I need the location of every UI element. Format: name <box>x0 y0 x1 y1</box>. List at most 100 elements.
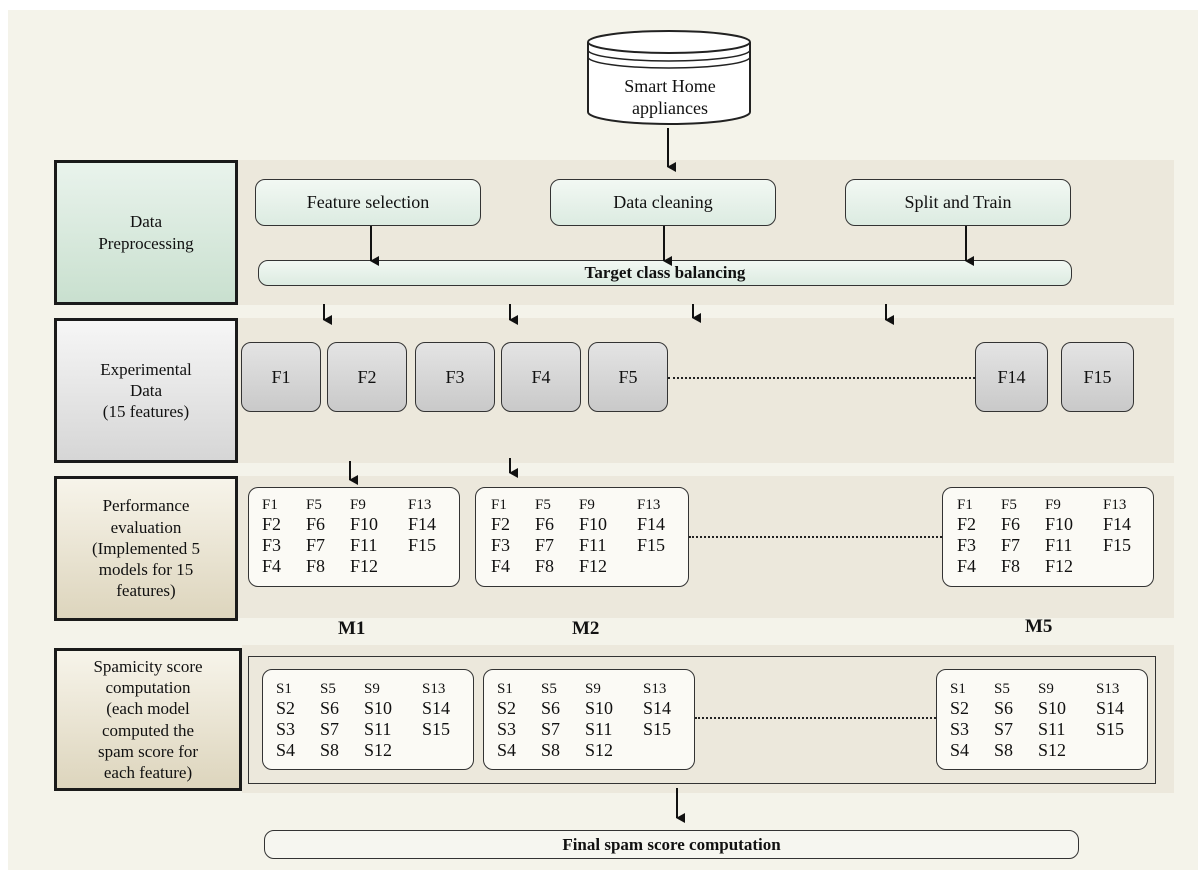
m1-score-cell-s6: S6 <box>320 698 340 718</box>
feature-box-f14: F14 <box>975 342 1048 412</box>
model-grid-m1 <box>248 487 460 587</box>
m2-score-cell-s2: S2 <box>497 698 517 718</box>
score-grid-m5 <box>936 669 1148 770</box>
spamicity-container <box>248 656 1156 784</box>
m1-feature-cell-f9: F9 <box>350 497 366 513</box>
m5-score-cell-s9: S9 <box>1038 681 1054 697</box>
model-grid-m5 <box>942 487 1154 587</box>
m1-score-cell-s10: S10 <box>364 698 393 718</box>
m5-score-cell-s14: S14 <box>1096 698 1125 718</box>
m5-feature-cell-f12: F12 <box>1045 556 1074 576</box>
scores-ellipsis-line <box>695 717 936 719</box>
score-grid-m1 <box>262 669 474 770</box>
m1-score-cell-s15: S15 <box>422 719 451 739</box>
m2-feature-cell-f4: F4 <box>491 556 511 576</box>
m5-feature-cell-f6: F6 <box>1001 514 1021 534</box>
model-label-m5: M5 <box>1025 616 1053 637</box>
m1-score-cell-s7: S7 <box>320 719 340 739</box>
m2-feature-cell-f1: F1 <box>491 497 507 513</box>
spamicity-stage-label: Spamicity score computation (each model … <box>54 648 242 791</box>
m1-score-cell-s11: S11 <box>364 719 392 739</box>
m1-score-cell-s4: S4 <box>276 740 296 760</box>
m1-feature-cell-f10: F10 <box>350 514 379 534</box>
m5-feature-cell-f2: F2 <box>957 514 977 534</box>
model-grid-m2 <box>475 487 689 587</box>
feature-box-f4: F4 <box>501 342 581 412</box>
database-cylinder-icon <box>587 30 751 125</box>
m2-score-cell-s7: S7 <box>541 719 561 739</box>
step-feature-selection: Feature selection <box>255 179 481 226</box>
m1-score-cell-s12: S12 <box>364 740 393 760</box>
feature-box-f15: F15 <box>1061 342 1134 412</box>
m2-score-cell-s14: S14 <box>643 698 672 718</box>
m1-score-cell-s8: S8 <box>320 740 340 760</box>
m1-feature-cell-f15: F15 <box>408 535 437 555</box>
step-data-cleaning: Data cleaning <box>550 179 776 226</box>
m5-score-cell-s2: S2 <box>950 698 970 718</box>
m2-feature-cell-f8: F8 <box>535 556 555 576</box>
feature-box-f2: F2 <box>327 342 407 412</box>
m2-feature-cell-f13: F13 <box>637 497 661 513</box>
m1-feature-cell-f12: F12 <box>350 556 379 576</box>
m1-score-cell-s3: S3 <box>276 719 296 739</box>
m5-score-cell-s8: S8 <box>994 740 1014 760</box>
m5-feature-cell-f7: F7 <box>1001 535 1021 555</box>
m1-feature-cell-f14: F14 <box>408 514 437 534</box>
models-ellipsis-line <box>689 536 942 538</box>
m1-score-cell-s13: S13 <box>422 681 446 697</box>
score-grid-m2 <box>483 669 695 770</box>
m1-feature-cell-f3: F3 <box>262 535 282 555</box>
m1-feature-cell-f6: F6 <box>306 514 326 534</box>
m1-score-cell-s2: S2 <box>276 698 296 718</box>
m5-score-cell-s11: S11 <box>1038 719 1066 739</box>
target-class-balancing: Target class balancing <box>258 260 1072 286</box>
model-label-m1: M1 <box>338 618 366 639</box>
m2-feature-cell-f5: F5 <box>535 497 551 513</box>
m1-feature-cell-f5: F5 <box>306 497 322 513</box>
m5-feature-cell-f5: F5 <box>1001 497 1017 513</box>
m2-score-cell-s1: S1 <box>497 681 513 697</box>
m5-score-cell-s15: S15 <box>1096 719 1125 739</box>
m2-feature-cell-f9: F9 <box>579 497 595 513</box>
m2-feature-cell-f11: F11 <box>579 535 607 555</box>
m5-score-cell-s7: S7 <box>994 719 1014 739</box>
m5-score-cell-s1: S1 <box>950 681 966 697</box>
m2-feature-cell-f2: F2 <box>491 514 511 534</box>
m2-score-cell-s12: S12 <box>585 740 614 760</box>
final-spam-score: Final spam score computation <box>264 830 1079 859</box>
m5-feature-cell-f15: F15 <box>1103 535 1132 555</box>
m1-feature-cell-f4: F4 <box>262 556 282 576</box>
m1-feature-cell-f13: F13 <box>408 497 432 513</box>
m2-feature-cell-f3: F3 <box>491 535 511 555</box>
m2-score-cell-s15: S15 <box>643 719 672 739</box>
m5-feature-cell-f3: F3 <box>957 535 977 555</box>
m5-score-cell-s10: S10 <box>1038 698 1067 718</box>
m1-score-cell-s1: S1 <box>276 681 292 697</box>
m2-score-cell-s5: S5 <box>541 681 557 697</box>
m2-feature-cell-f15: F15 <box>637 535 666 555</box>
m5-feature-cell-f11: F11 <box>1045 535 1073 555</box>
m5-feature-cell-f14: F14 <box>1103 514 1132 534</box>
preprocessing-stage-label: Data Preprocessing <box>54 160 238 305</box>
m2-score-cell-s8: S8 <box>541 740 561 760</box>
m5-feature-cell-f10: F10 <box>1045 514 1074 534</box>
features-ellipsis-line <box>668 377 975 379</box>
m2-feature-cell-f12: F12 <box>579 556 608 576</box>
experimental-stage-label: Experimental Data (15 features) <box>54 318 238 463</box>
m2-score-cell-s11: S11 <box>585 719 613 739</box>
m5-feature-cell-f13: F13 <box>1103 497 1127 513</box>
m2-score-cell-s4: S4 <box>497 740 517 760</box>
m1-feature-cell-f2: F2 <box>262 514 282 534</box>
m2-feature-cell-f7: F7 <box>535 535 555 555</box>
m5-score-cell-s12: S12 <box>1038 740 1067 760</box>
m2-score-cell-s13: S13 <box>643 681 667 697</box>
m5-score-cell-s4: S4 <box>950 740 970 760</box>
m1-feature-cell-f7: F7 <box>306 535 326 555</box>
m1-feature-cell-f1: F1 <box>262 497 278 513</box>
m5-feature-cell-f8: F8 <box>1001 556 1021 576</box>
step-split-and-train: Split and Train <box>845 179 1071 226</box>
performance-stage-label: Performance evaluation (Implemented 5 mo… <box>54 476 238 621</box>
m2-feature-cell-f10: F10 <box>579 514 608 534</box>
m5-score-cell-s3: S3 <box>950 719 970 739</box>
m1-feature-cell-f11: F11 <box>350 535 378 555</box>
